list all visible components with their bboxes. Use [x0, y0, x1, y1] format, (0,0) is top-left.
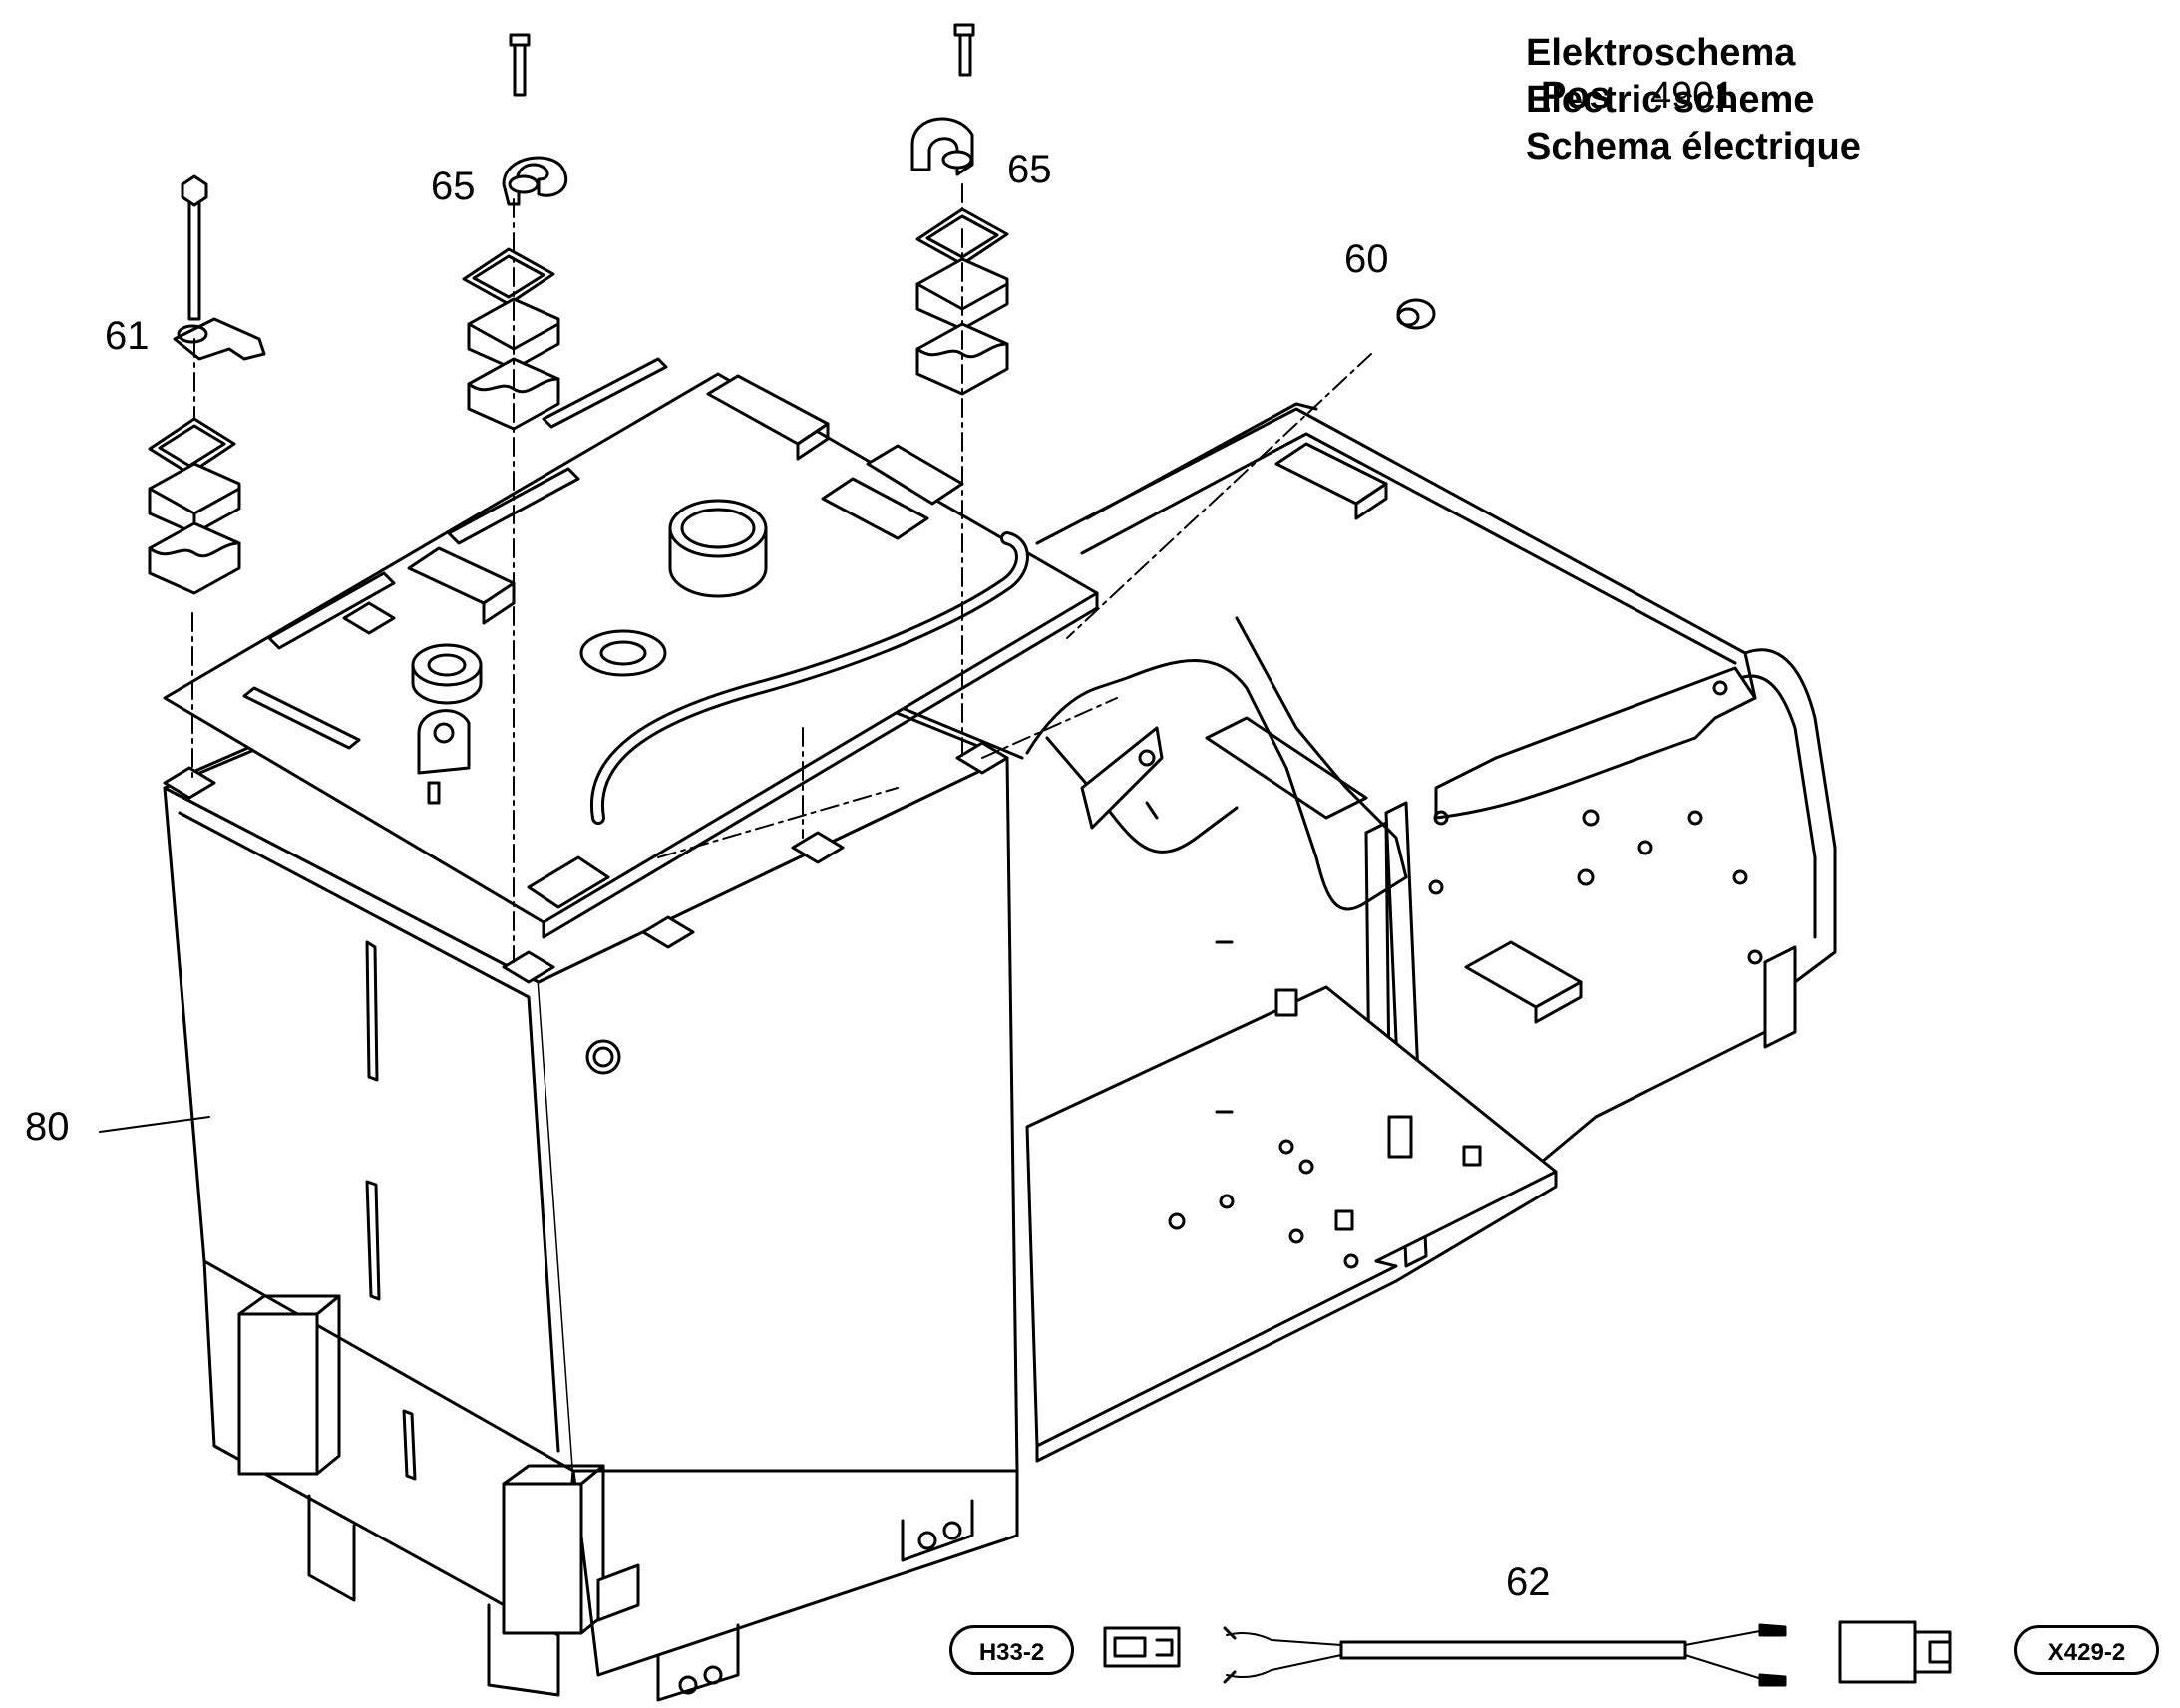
callout-62: 62: [1506, 1560, 1551, 1604]
title-line-french: Schema électrique: [1526, 126, 1861, 168]
callout-65-right: 65: [1007, 148, 1052, 191]
assembly-lines: [191, 183, 1372, 963]
callout-61: 61: [105, 314, 150, 358]
cable-assembly-62: [1103, 1620, 1952, 1687]
connector-tag-x429-2: X429-2: [2014, 1625, 2159, 1675]
diagram-title-block: Elektroschema Electric scheme Schema éle…: [1526, 30, 1861, 171]
lid-plate: [163, 357, 1099, 984]
pos-number: 4901: [1650, 75, 1735, 117]
connector-tag-h33-2: H33-2: [949, 1625, 1074, 1675]
title-line-german: Elektroschema: [1526, 32, 1796, 74]
title-line-english: Electric scheme: [1526, 79, 1815, 121]
clamp-stack-middle: [462, 33, 567, 431]
grommet-60: [1396, 298, 1436, 330]
leader-line-80: [99, 1116, 210, 1133]
clamp-stack-right: [910, 23, 1009, 396]
callout-65-left: 65: [431, 165, 476, 208]
callout-80: 80: [25, 1105, 70, 1149]
frame-chassis: [1025, 402, 1837, 1463]
pos-label: Pos: [1541, 75, 1611, 117]
clamp-stack-left: [148, 174, 266, 595]
callout-60: 60: [1344, 237, 1389, 281]
